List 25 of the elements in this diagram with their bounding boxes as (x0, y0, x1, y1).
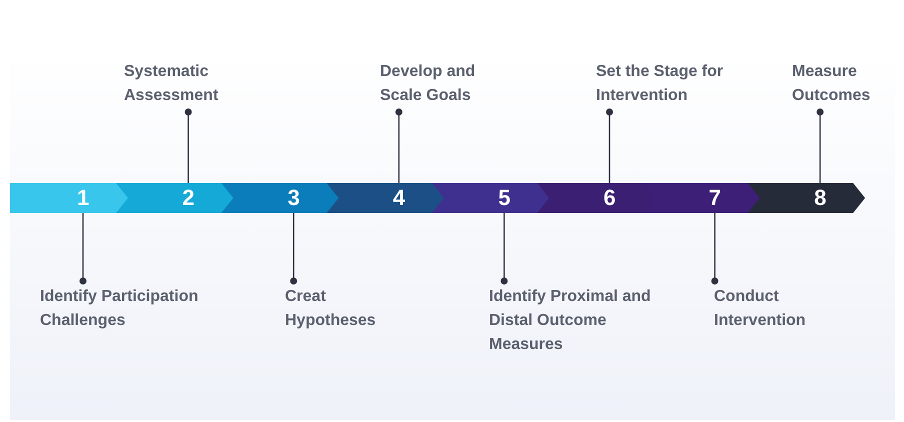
step-number: 8 (814, 186, 826, 210)
step-label: Creat Hypotheses (285, 285, 395, 333)
step-number: 2 (182, 186, 195, 210)
leader-line (606, 108, 613, 183)
leader-line (395, 108, 402, 183)
step-label: Systematic Assessment (124, 60, 239, 108)
leader-line (80, 213, 86, 284)
step-label: Set the Stage for Intervention (596, 60, 746, 108)
leader-line (184, 108, 192, 183)
step-label: Identify Participation Challenges (40, 285, 230, 333)
step-number: 3 (288, 186, 300, 210)
leader-line (500, 213, 508, 284)
leader-line (816, 108, 824, 183)
step-label: Measure Outcomes (792, 60, 892, 108)
step-number: 7 (708, 186, 722, 210)
step-label: Develop and Scale Goals (380, 60, 495, 108)
step-number: 1 (77, 186, 90, 210)
leader-line (711, 213, 718, 284)
step-number: 6 (604, 186, 616, 210)
step-number: 5 (498, 186, 510, 210)
step-label: Conduct Intervention (714, 285, 829, 333)
timeline-segment (10, 183, 128, 213)
step-label: Identify Proximal and Distal Outcome Measures (489, 285, 679, 357)
leader-line (290, 213, 298, 284)
step-number: 4 (392, 186, 406, 210)
